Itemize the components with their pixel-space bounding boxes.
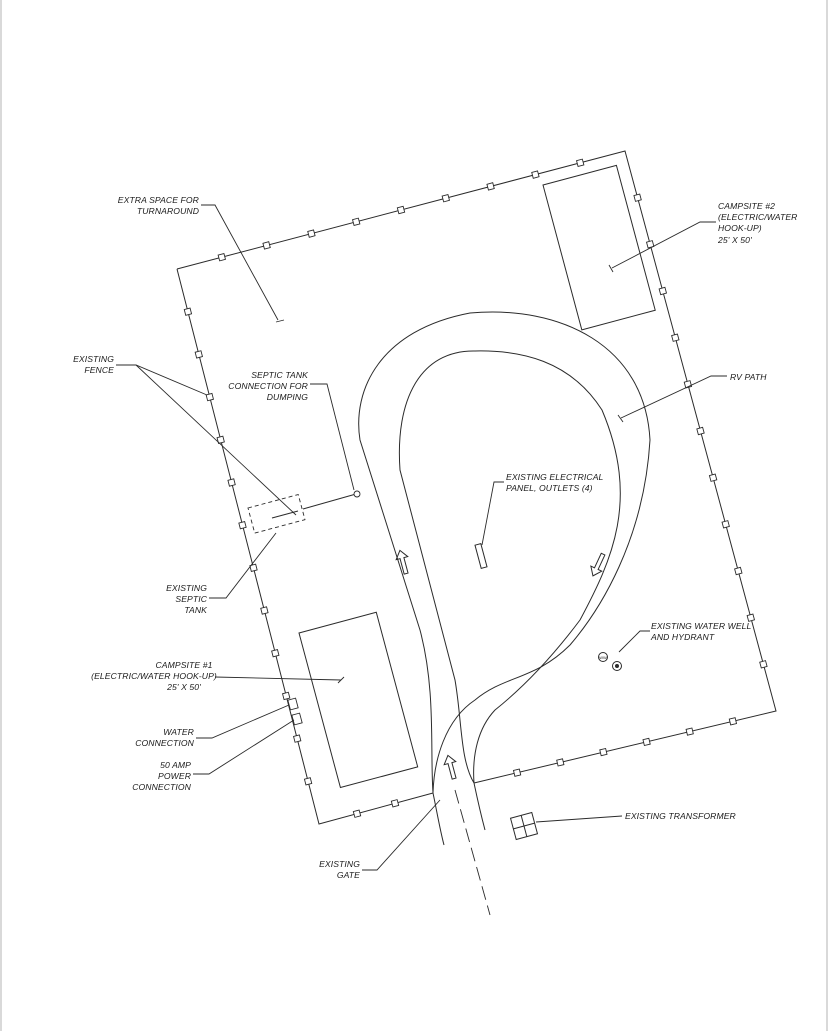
fence-post (556, 758, 565, 767)
svg-text:EXISTING: EXISTING (166, 583, 207, 593)
svg-text:EXISTING TRANSFORMER: EXISTING TRANSFORMER (625, 811, 736, 821)
fence-post (512, 768, 522, 777)
label-water-well: EXISTING WATER WELL AND HYDRANT (650, 621, 752, 642)
fence-post (671, 333, 680, 342)
svg-text:SEPTIC: SEPTIC (175, 594, 207, 604)
svg-text:CONNECTION: CONNECTION (132, 782, 191, 792)
fence-post (390, 799, 400, 808)
direction-arrow-up-gate (443, 754, 457, 780)
campsite-2-pad (542, 164, 656, 331)
fence-post (271, 649, 280, 658)
label-rv-path: RV PATH (730, 372, 767, 382)
fence-post (658, 286, 668, 296)
fence-post (396, 205, 406, 215)
svg-text:POWER: POWER (158, 771, 191, 781)
fence-post (205, 392, 214, 402)
fence-post (441, 193, 451, 203)
water-well-icon: WW (598, 652, 608, 662)
fence-post (633, 193, 642, 202)
fence-post (282, 691, 291, 701)
fence-post (217, 252, 227, 262)
transformer-icon (509, 811, 539, 841)
label-power-connection: 50 AMP POWER CONNECTION (132, 760, 191, 792)
svg-text:CONNECTION: CONNECTION (135, 738, 194, 748)
fence-post (531, 170, 540, 179)
svg-text:WATER: WATER (163, 727, 194, 737)
svg-text:EXISTING ELECTRICAL: EXISTING ELECTRICAL (506, 472, 604, 482)
svg-text:25' X 50': 25' X 50' (717, 235, 752, 245)
svg-text:(ELECTRIC/WATER: (ELECTRIC/WATER (718, 212, 798, 222)
fence-post (351, 217, 361, 227)
fence-post (486, 182, 495, 191)
septic-tank (247, 490, 361, 534)
electrical-panel (474, 543, 488, 569)
svg-text:DUMPING: DUMPING (267, 392, 308, 402)
fence-post (642, 737, 651, 747)
fence-post (575, 158, 585, 168)
fence-post (352, 809, 362, 818)
property-fence (176, 150, 777, 825)
fence-post (746, 613, 756, 622)
label-existing-fence: EXISTING FENCE (73, 354, 114, 375)
direction-arrow-down-right (590, 552, 606, 577)
svg-text:SEPTIC TANK: SEPTIC TANK (251, 370, 309, 380)
fence-post (260, 606, 269, 615)
label-water-connection: WATER CONNECTION (135, 727, 194, 748)
svg-text:AND HYDRANT: AND HYDRANT (650, 632, 715, 642)
fence-post (734, 566, 743, 576)
label-campsite-2: CAMPSITE #2 (ELECTRIC/WATER HOOK-UP) 25'… (717, 201, 798, 245)
fence-post (708, 473, 718, 482)
fence-post (759, 660, 768, 669)
fence-post (249, 563, 258, 572)
fence-post (721, 520, 730, 529)
fence-post (216, 435, 225, 444)
svg-text:HOOK-UP): HOOK-UP) (718, 223, 762, 233)
svg-text:EXISTING WATER WELL: EXISTING WATER WELL (651, 621, 752, 631)
svg-text:CAMPSITE #2: CAMPSITE #2 (718, 201, 775, 211)
svg-text:25' X 50': 25' X 50' (166, 682, 201, 692)
water-connection-box (287, 697, 299, 711)
fence-post (685, 727, 694, 736)
svg-text:GATE: GATE (337, 870, 360, 880)
campsite-1-pad (298, 611, 419, 789)
label-campsite-1: CAMPSITE #1 (ELECTRIC/WATER HOOK-UP) 25'… (91, 660, 217, 692)
label-existing-gate: EXISTING GATE (319, 859, 360, 880)
fence-post (194, 350, 203, 359)
svg-text:CAMPSITE #1: CAMPSITE #1 (156, 660, 213, 670)
svg-text:RV PATH: RV PATH (730, 372, 767, 382)
fence-post (728, 717, 738, 726)
svg-text:EXISTING: EXISTING (73, 354, 114, 364)
label-transformer: EXISTING TRANSFORMER (625, 811, 736, 821)
label-existing-septic: EXISTING SEPTIC TANK (166, 583, 208, 615)
svg-text:FENCE: FENCE (84, 365, 114, 375)
svg-text:PANEL, OUTLETS (4): PANEL, OUTLETS (4) (506, 483, 593, 493)
fence-post (293, 734, 302, 743)
fence-post (238, 521, 247, 530)
label-septic-connection: SEPTIC TANK CONNECTION FOR DUMPING (228, 370, 309, 402)
fence-post (303, 777, 313, 786)
svg-text:EXTRA SPACE FOR: EXTRA SPACE FOR (118, 195, 199, 205)
leader-lines (116, 204, 727, 871)
svg-text:EXISTING: EXISTING (319, 859, 360, 869)
svg-text:50 AMP: 50 AMP (160, 760, 191, 770)
fence-post (183, 307, 193, 316)
label-electrical-panel: EXISTING ELECTRICAL PANEL, OUTLETS (4) (506, 472, 604, 493)
hydrant-icon (612, 661, 622, 671)
rv-path (358, 311, 651, 916)
fence-post (262, 241, 271, 250)
fence-post (307, 229, 316, 238)
svg-text:TURNAROUND: TURNAROUND (137, 206, 199, 216)
fence-post (227, 478, 236, 487)
svg-text:(ELECTRIC/WATER HOOK-UP): (ELECTRIC/WATER HOOK-UP) (91, 671, 217, 681)
svg-text:TANK: TANK (184, 605, 208, 615)
svg-text:CONNECTION FOR: CONNECTION FOR (228, 381, 308, 391)
label-extra-space: EXTRA SPACE FOR TURNAROUND (118, 195, 199, 216)
svg-text:WW: WW (599, 655, 607, 660)
direction-arrow-up-left (395, 549, 409, 575)
fence-post (696, 426, 705, 436)
fence-post (599, 747, 608, 757)
